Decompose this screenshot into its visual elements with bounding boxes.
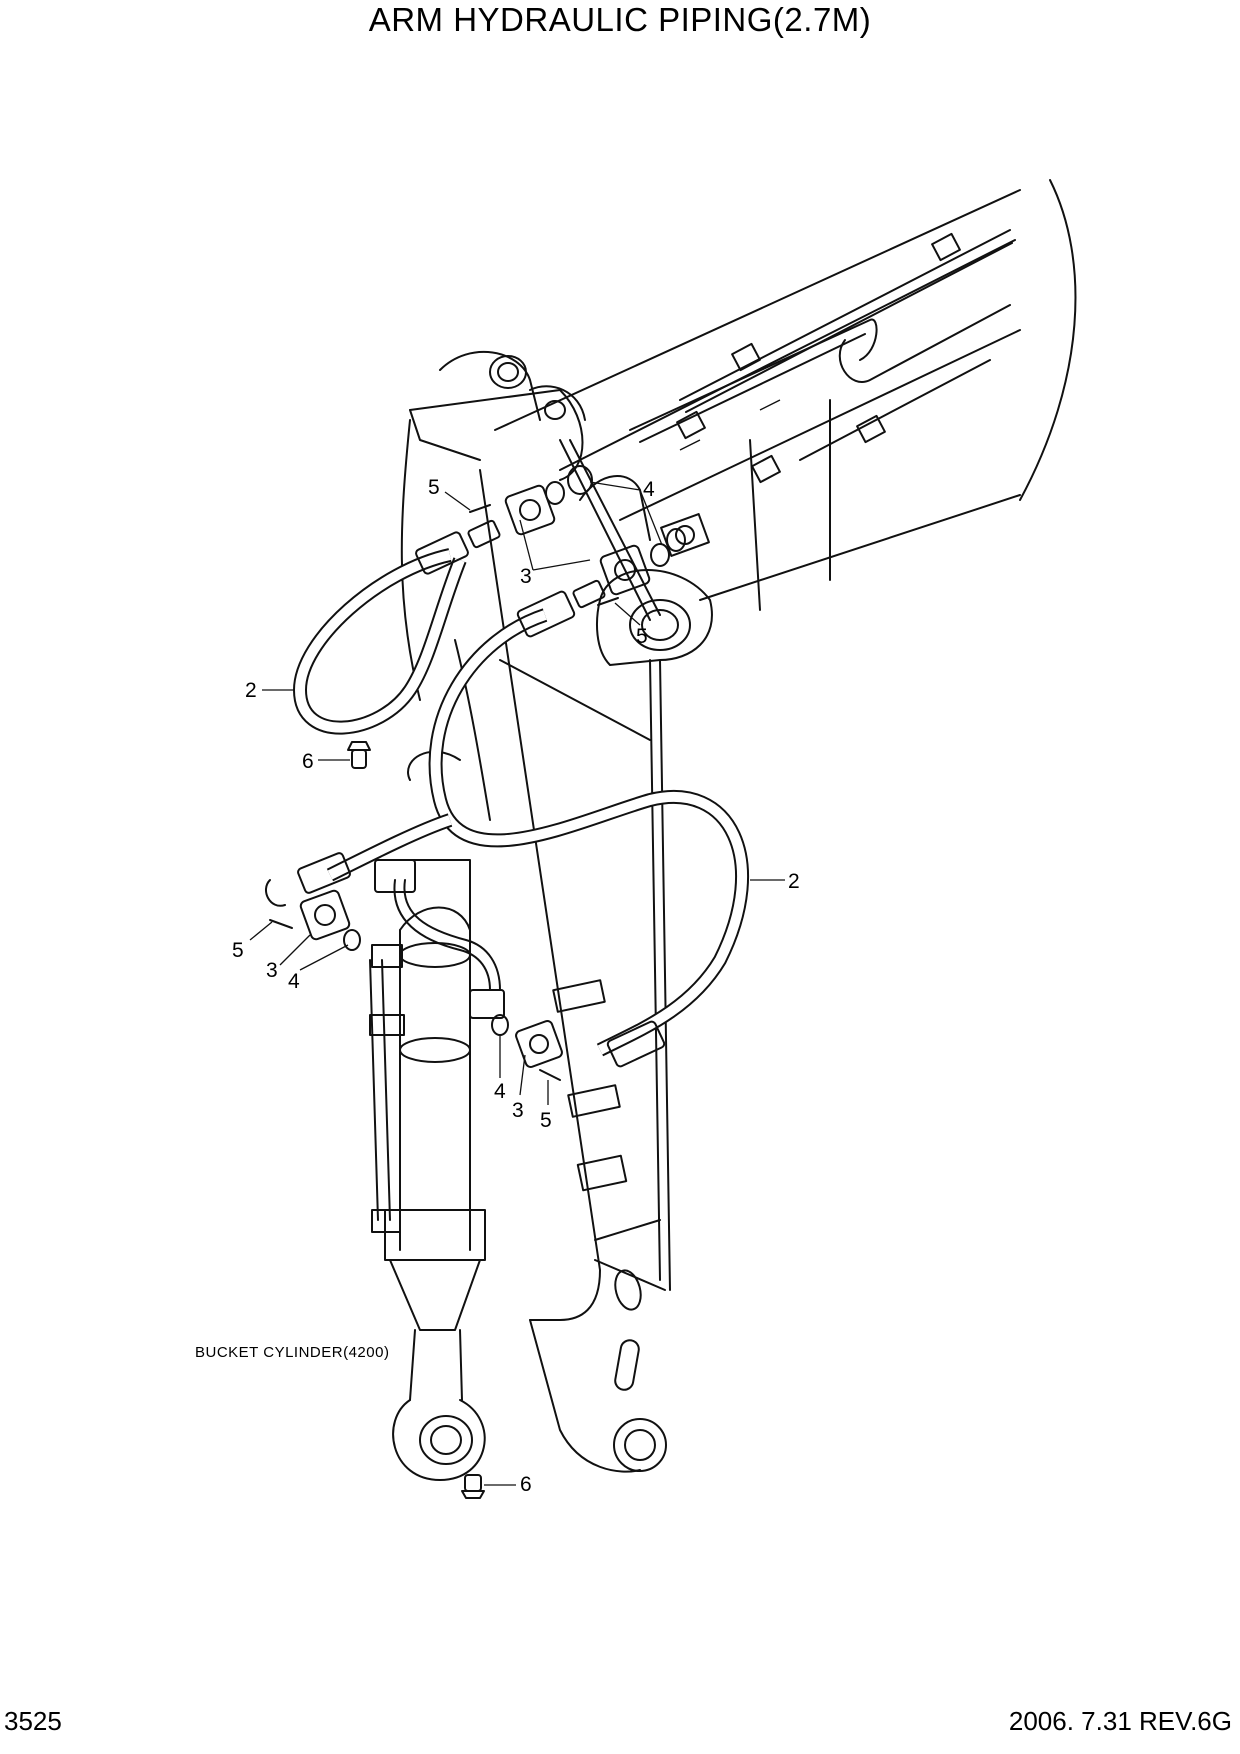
bucket-cylinder (369, 750, 486, 1481)
arm-body (400, 350, 671, 1473)
callout-3-mid: 3 (512, 1099, 524, 1122)
flange-left (299, 889, 351, 941)
hose-right-long (428, 579, 750, 1068)
callout-6-bottom: 6 (520, 1473, 532, 1496)
flange-top-left (504, 484, 556, 536)
callout-2-left: 2 (245, 679, 257, 702)
callout-4-left: 4 (288, 970, 300, 993)
page-title: ARM HYDRAULIC PIPING(2.7M) (368, 1, 872, 38)
callout-3-left: 3 (266, 959, 278, 982)
grease-nipple-top (347, 741, 371, 769)
boom-pipes (629, 229, 1013, 484)
callout-5-right: 5 (636, 625, 648, 648)
flange-mid (515, 1020, 563, 1068)
callout-4-mid: 4 (494, 1080, 506, 1103)
callouts: 2 2 3 3 3 4 4 4 5 5 5 5 6 6 BUCKET CYLIN… (195, 476, 800, 1496)
grease-nipple-bottom (461, 1474, 485, 1499)
pipe-cylinder-upper (374, 859, 505, 1019)
callout-3-top: 3 (520, 565, 532, 588)
callout-6-top: 6 (302, 750, 314, 773)
boom-body (494, 179, 1077, 611)
flange-top-right (599, 544, 651, 596)
bolts (269, 504, 619, 1081)
callout-5-left: 5 (232, 939, 244, 962)
callout-4-top: 4 (643, 478, 655, 501)
o-rings (343, 465, 686, 1036)
callout-2-right: 2 (788, 870, 800, 893)
callout-5-top: 5 (428, 476, 440, 499)
hose-left (292, 519, 501, 735)
callout-5-mid: 5 (540, 1109, 552, 1132)
hose-lower-left (265, 813, 453, 907)
bucket-cylinder-label: BUCKET CYLINDER(4200) (195, 1344, 389, 1361)
page-number: 3525 (4, 1706, 62, 1736)
date-revision: 2006. 7.31 REV.6G (1008, 1706, 1232, 1736)
